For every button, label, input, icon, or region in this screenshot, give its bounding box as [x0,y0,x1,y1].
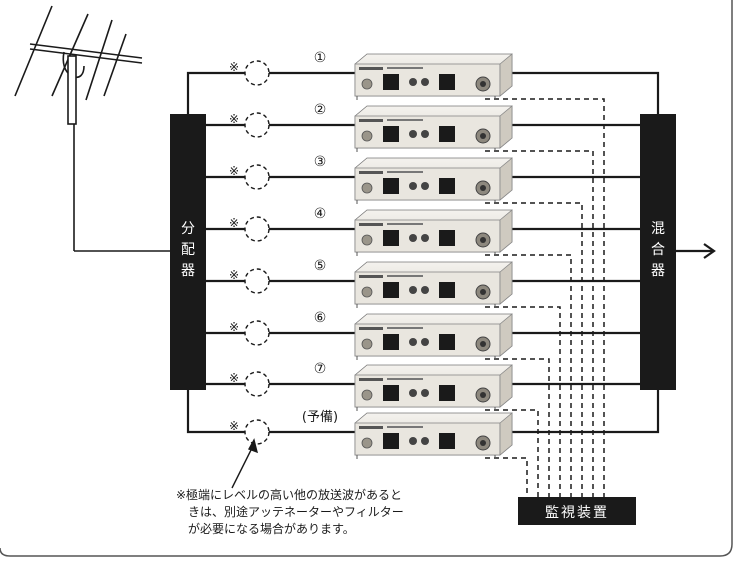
note-line-3: が必要になる場合があります。 [188,521,355,536]
mixer-char-3: 器 [651,263,665,279]
receiver-unit-6 [354,313,513,360]
wire-in-8 [186,390,355,434]
attenuator-mark-7: ※ [229,371,239,385]
attenuator-circle-3 [244,164,270,190]
note-line-2: きは、別途アッテネーターやフィルター [188,504,404,519]
wire-out-8 [512,390,660,434]
monitor-label: 監視装置 [545,504,609,521]
channel-label-2: ② [314,102,327,118]
splitter-char-1: 分 [181,221,195,237]
device-stack [354,53,513,459]
mixer-block: 混 合 器 [640,114,676,390]
monitor-line-8 [484,449,528,497]
attenuator-mark-2: ※ [229,112,239,126]
channel-label-8: (予備) [302,409,338,425]
splitter-char-2: 配 [181,242,195,258]
receiver-unit-4 [354,209,513,256]
attenuator-mark-6: ※ [229,320,239,334]
receiver-unit-5 [354,261,513,308]
antenna-icon [14,5,170,252]
attenuator-circle-8 [244,419,270,445]
channel-label-6: ⑥ [314,310,327,326]
channel-labels: ① ② ③ ④ ⑤ ⑥ ⑦ (予備) [302,50,338,425]
note-line-1: ※極端にレベルの高い他の放送波があると [176,487,402,502]
wire-out-1 [512,71,660,114]
channel-label-7: ⑦ [314,361,327,377]
attenuator-circle-6 [244,320,270,346]
attenuator-circle-4 [244,216,270,242]
channel-label-3: ③ [314,154,327,170]
channel-label-5: ⑤ [314,258,327,274]
signal-wires [186,71,660,434]
mixer-char-2: 合 [651,242,665,258]
receiver-unit-1 [354,53,513,100]
attenuator-circle-7 [244,371,270,397]
callout-arrow-icon [231,438,259,489]
splitter-char-3: 器 [181,263,195,279]
attenuator-mark-5: ※ [229,268,239,282]
wire-in-1 [186,71,355,114]
attenuator-mark-4: ※ [229,216,239,230]
note: ※極端にレベルの高い他の放送波があると きは、別途アッテネーターやフィルター が… [176,487,404,536]
output-arrow-icon [676,243,716,259]
attenuator-circle-5 [244,268,270,294]
attenuator-group: ※ ※ ※ ※ ※ ※ ※ ※ [229,60,270,445]
receiver-unit-2 [354,105,513,152]
receiver-unit-3 [354,157,513,204]
attenuator-circle-1 [244,60,270,86]
channel-label-4: ④ [314,206,327,222]
attenuator-mark-1: ※ [229,60,239,74]
monitor-box: 監視装置 [518,497,636,525]
attenuator-circle-2 [244,112,270,138]
attenuator-mark-3: ※ [229,164,239,178]
receiver-unit-8 [354,412,513,459]
mixer-char-1: 混 [651,221,665,237]
attenuator-mark-8: ※ [229,419,239,433]
channel-label-1: ① [314,50,327,66]
receiver-unit-7 [354,364,513,411]
splitter-block: 分 配 器 [170,114,206,390]
